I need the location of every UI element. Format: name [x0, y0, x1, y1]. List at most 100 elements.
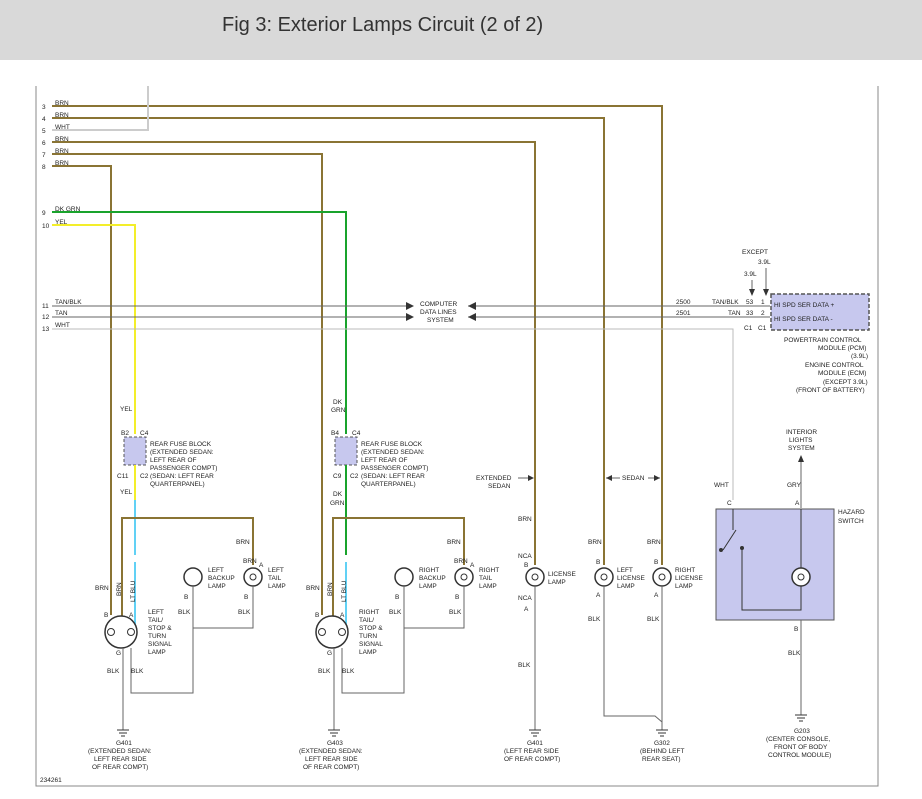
left-ground-4: OF REAR COMPT) — [92, 764, 148, 771]
wire-color-13: WHT — [55, 322, 70, 329]
license-ext-ground-2: (LEFT REAR SIDE — [504, 748, 559, 755]
right-ltblu: LT BLU — [341, 580, 348, 602]
sedan-ground-icon — [656, 729, 668, 737]
wire-color-11: TAN/BLK — [55, 299, 82, 306]
hazard-blk: BLK — [788, 650, 801, 657]
left-blk-2: BLK — [131, 668, 144, 675]
wire-7-brn — [52, 153, 323, 615]
license-ext-extended-2: SEDAN — [488, 483, 511, 490]
right-tail-lamp-icon — [454, 567, 474, 587]
right-stop-lamp-1: RIGHT — [359, 609, 379, 616]
connector-c1-a: C1 — [744, 325, 753, 332]
right-backup-lamp-1: RIGHT — [419, 567, 439, 574]
pin-53: 53 — [746, 299, 754, 306]
arrow-12 — [406, 313, 414, 321]
left-stop-lamp-icon — [104, 615, 138, 649]
right-ground-1: G403 — [327, 740, 343, 747]
right-backup-lamp-icon — [394, 567, 414, 587]
sedan-ground-3: REAR SEAT) — [642, 756, 681, 763]
left-backup-lamp-2: BACKUP — [208, 575, 235, 582]
left-backup-lamp-3: LAMP — [208, 583, 226, 590]
license-ext-ground-1: G401 — [527, 740, 543, 747]
pcm-caption-7: (FRONT OF BATTERY) — [796, 387, 865, 394]
license-ext-arrow-head — [528, 475, 534, 481]
right-tail-brn: BRN — [454, 558, 468, 565]
pin-2: 2 — [761, 310, 765, 317]
right-fuse-wire-out-2: GRN — [330, 500, 345, 507]
left-backup-lamp-1: LEFT — [208, 567, 224, 574]
circuit-2501: 2501 — [676, 310, 691, 317]
pcm-39-arrow-head — [749, 289, 755, 296]
right-backup-b: B — [395, 594, 399, 601]
left-ltblu: LT BLU — [130, 580, 137, 602]
left-tail-lamp-3: LAMP — [268, 583, 286, 590]
sedan-arrow-left — [606, 475, 612, 481]
pcm-hi-minus: HI SPD SER DATA - — [774, 316, 833, 323]
right-tail-a: A — [470, 562, 475, 569]
interior-lights-3: SYSTEM — [788, 445, 815, 452]
pin-1: 1 — [761, 299, 765, 306]
wire-number-10: 10 — [42, 223, 50, 230]
right-fuse-caption-3: LEFT REAR OF — [361, 457, 408, 464]
left-stop-lamp-filament-b — [127, 628, 135, 636]
right-fuse-caption-2: (EXTENDED SEDAN: — [361, 449, 425, 456]
left-license-lamp-2: LICENSE — [617, 575, 645, 582]
left-stop-lamp-1: LEFT — [148, 609, 164, 616]
left-fuse-caption-6: QUARTERPANEL) — [150, 481, 205, 488]
sedan-b-r: B — [654, 559, 658, 566]
right-stop-lamp-4: TURN — [359, 633, 377, 640]
left-tail-lamp-1: LEFT — [268, 567, 284, 574]
data-lines-system-3: SYSTEM — [427, 317, 454, 324]
wire-color-5: WHT — [55, 124, 70, 131]
left-brn-bus — [121, 517, 254, 625]
hazard-contact-2 — [740, 546, 744, 550]
wire-number-6: 6 — [42, 140, 46, 147]
left-fuse-c4: C4 — [140, 430, 149, 437]
wire-number-5: 5 — [42, 128, 46, 135]
hazard-label-2: SWITCH — [838, 518, 864, 525]
left-stop-lamp-5: SIGNAL — [148, 641, 172, 648]
right-brn-side: BRN — [447, 539, 461, 546]
right-license-lamp-2: LICENSE — [675, 575, 703, 582]
license-ext-b: B — [524, 562, 528, 569]
left-fuse-caption-2: (EXTENDED SEDAN: — [150, 449, 214, 456]
pcm-caption-1: POWERTRAIN CONTROL — [784, 337, 862, 344]
sedan-ground-1: G302 — [654, 740, 670, 747]
sedan-a-l: A — [596, 592, 601, 599]
hazard-b: B — [794, 626, 798, 633]
right-fuse-caption-4: PASSENGER COMPT) — [361, 465, 428, 472]
right-backup-lamp-2: BACKUP — [419, 575, 446, 582]
arrow-2501 — [468, 313, 476, 321]
license-ext-lamp-1: LICENSE — [548, 571, 576, 578]
right-stop-lamp-3: STOP & — [359, 625, 383, 632]
left-brn-side: BRN — [236, 539, 250, 546]
left-backup-lamp-icon — [183, 567, 203, 587]
hazard-a: A — [795, 500, 800, 507]
right-ground-icon — [328, 729, 340, 737]
license-ext-extended-1: EXTENDED — [476, 475, 512, 482]
wire-color-8: BRN — [55, 160, 69, 167]
right-ground-3: LEFT REAR SIDE — [305, 756, 358, 763]
hazard-ground-1: G203 — [794, 728, 810, 735]
sedan-ground-wires — [603, 586, 663, 730]
wire-13-wht — [52, 328, 734, 500]
wire-number-9: 9 — [42, 210, 46, 217]
left-tail-blk: BLK — [238, 609, 251, 616]
pcm-except: EXCEPT — [742, 249, 768, 256]
left-ground-2: (EXTENDED SEDAN: — [88, 748, 152, 755]
right-stop-g: G — [327, 650, 332, 657]
right-fuse-c2: C2 — [350, 473, 359, 480]
right-license-lamp-icon — [652, 567, 672, 587]
hazard-gry: GRY — [787, 482, 802, 489]
left-backup-b: B — [184, 594, 188, 601]
license-ext-lamp-filament — [531, 573, 539, 581]
hazard-label-1: HAZARD — [838, 509, 865, 516]
wire-color-10: YEL — [55, 219, 68, 226]
left-ground-icon — [117, 729, 129, 737]
pcm-caption-4: ENGINE CONTROL — [805, 362, 864, 369]
right-fuse-caption-5: (SEDAN: LEFT REAR — [361, 473, 425, 480]
right-tail-lamp-2: TAIL — [479, 575, 493, 582]
right-stop-lamp-filament-b — [338, 628, 346, 636]
sedan-label-bg — [620, 473, 648, 482]
